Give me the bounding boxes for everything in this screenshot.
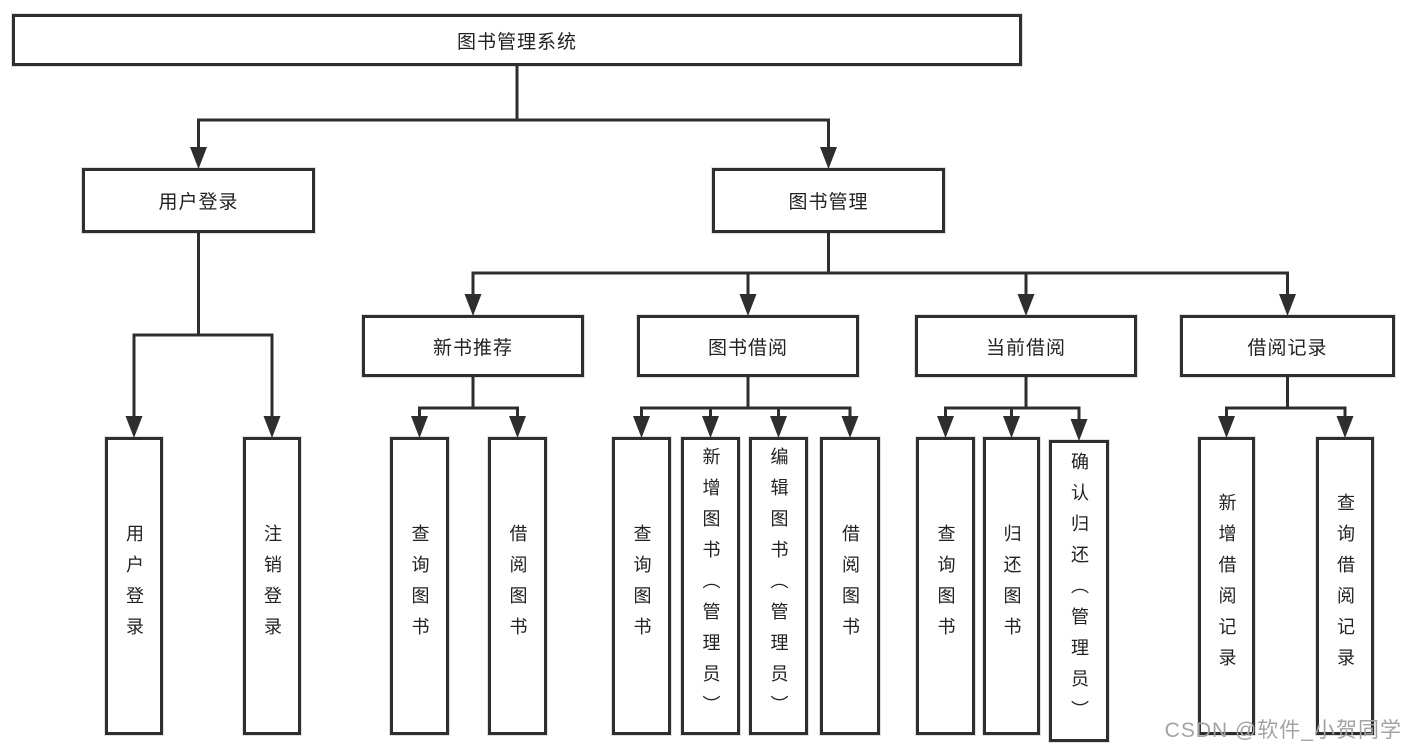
node-label: 归还图书	[1001, 524, 1022, 648]
node-label: 查询图书	[409, 524, 430, 648]
node-label: 借阅图书	[840, 524, 860, 648]
node-label: 图书借阅	[707, 337, 788, 359]
node-v-confirm-return: 确认归还（管理员）	[1049, 440, 1109, 742]
node-v-edit-book: 编辑图书（管理员）	[749, 437, 808, 735]
node-v-add-record: 新增借阅记录	[1198, 437, 1255, 735]
watermark-text: CSDN @软件_小贺同学	[1164, 719, 1402, 742]
node-root: 图书管理系统	[12, 14, 1022, 66]
node-v-borrow-book-1: 借阅图书	[488, 437, 547, 735]
node-label: 用户登录	[124, 524, 144, 648]
node-v-return-book: 归还图书	[983, 437, 1040, 735]
node-borrow-records: 借阅记录	[1180, 315, 1395, 377]
node-label: 确认归还（管理员）	[1069, 451, 1089, 731]
node-book-mgmt: 图书管理	[712, 168, 945, 233]
node-label: 用户登录	[158, 192, 239, 213]
node-new-book-rec: 新书推荐	[362, 315, 584, 377]
node-label: 查询借阅记录	[1335, 493, 1355, 679]
node-user-login: 用户登录	[82, 168, 315, 233]
node-label: 查询图书	[631, 524, 652, 648]
node-v-query-book-3: 查询图书	[916, 437, 975, 735]
node-v-user-login: 用户登录	[105, 437, 163, 735]
node-current-borrow: 当前借阅	[915, 315, 1137, 377]
node-book-borrow: 图书借阅	[637, 315, 859, 377]
node-label: 注销登录	[262, 524, 282, 648]
node-label: 借阅图书	[507, 524, 528, 648]
node-label: 新增图书（管理员）	[700, 446, 721, 726]
node-label: 借阅记录	[1247, 337, 1328, 359]
node-label: 新书推荐	[432, 337, 513, 359]
node-v-logout: 注销登录	[243, 437, 301, 735]
node-label: 新增借阅记录	[1216, 493, 1237, 679]
node-v-add-book: 新增图书（管理员）	[681, 437, 740, 735]
node-label: 图书管理系统	[456, 31, 577, 53]
node-label: 图书管理	[788, 192, 869, 213]
node-v-borrow-book-2: 借阅图书	[820, 437, 880, 735]
node-label: 编辑图书（管理员）	[768, 446, 789, 726]
node-v-query-record: 查询借阅记录	[1316, 437, 1374, 735]
node-label: 查询图书	[935, 524, 956, 648]
node-label: 当前借阅	[985, 337, 1066, 359]
node-v-query-book-1: 查询图书	[390, 437, 449, 735]
node-v-query-book-2: 查询图书	[612, 437, 671, 735]
